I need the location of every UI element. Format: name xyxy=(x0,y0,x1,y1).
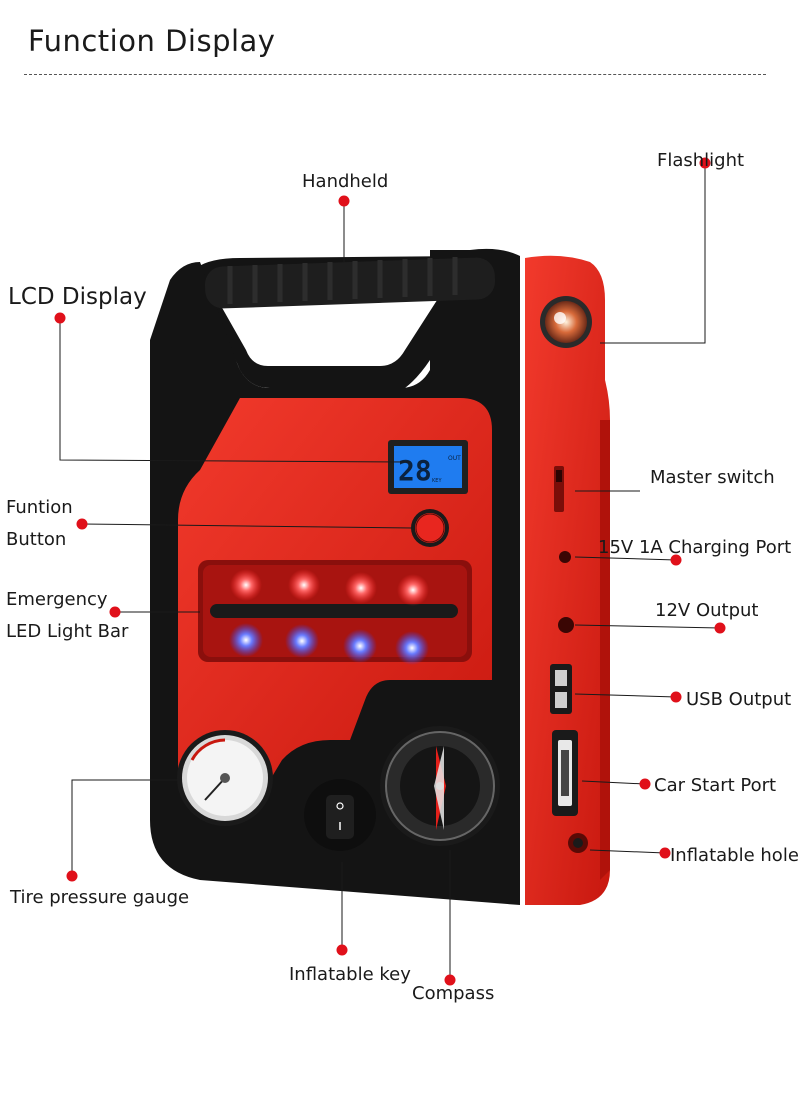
callout-lines xyxy=(59,163,721,980)
master-switch[interactable] xyxy=(554,466,564,512)
label-tire-pressure-gauge: Tire pressure gauge xyxy=(10,887,190,908)
emergency-led-bar xyxy=(198,560,472,665)
inflatable-key[interactable] xyxy=(304,779,376,851)
label-car-start-port: Car Start Port xyxy=(654,775,777,796)
label-handheld: Handheld xyxy=(302,171,389,192)
label-function-button-line2: Button xyxy=(6,529,67,550)
label-led-bar-line2: LED Light Bar xyxy=(6,621,129,642)
side-panel-edge xyxy=(600,420,610,880)
label-inflatable-hole: Inflatable hole xyxy=(670,845,799,866)
compass xyxy=(380,726,500,846)
output-12v-port[interactable] xyxy=(558,617,574,633)
header-divider xyxy=(24,74,766,75)
label-usb-output: USB Output xyxy=(686,689,792,710)
label-12v-output: 12V Output xyxy=(655,600,759,621)
label-led-bar-line1: Emergency xyxy=(6,589,108,610)
function-button[interactable] xyxy=(411,509,449,547)
page-title: Function Display xyxy=(28,24,276,58)
lcd-value: 28 xyxy=(398,454,432,487)
label-flashlight: Flashlight xyxy=(657,150,745,171)
lcd-unit: KEY xyxy=(432,478,442,484)
charging-port[interactable] xyxy=(559,551,571,563)
led-red-row xyxy=(230,569,429,606)
inflatable-hole-inner xyxy=(573,838,583,848)
lcd-display: 28 OUT KEY xyxy=(388,440,468,494)
side-panel xyxy=(525,255,610,905)
usb-output-port[interactable] xyxy=(550,664,572,714)
label-lcd-display: LCD Display xyxy=(8,284,147,310)
label-master-switch: Master switch xyxy=(650,467,775,488)
callout-markers xyxy=(54,157,726,986)
flashlight-icon xyxy=(540,296,592,348)
lcd-out: OUT xyxy=(448,455,461,462)
led-blue-row xyxy=(229,623,429,665)
label-charging-port: 15V 1A Charging Port xyxy=(598,537,792,558)
tire-pressure-gauge xyxy=(177,730,273,826)
label-inflatable-key: Inflatable key xyxy=(289,964,411,985)
car-start-port[interactable] xyxy=(552,730,578,816)
label-function-button-line1: Funtion xyxy=(6,497,73,518)
label-compass: Compass xyxy=(412,983,495,1004)
